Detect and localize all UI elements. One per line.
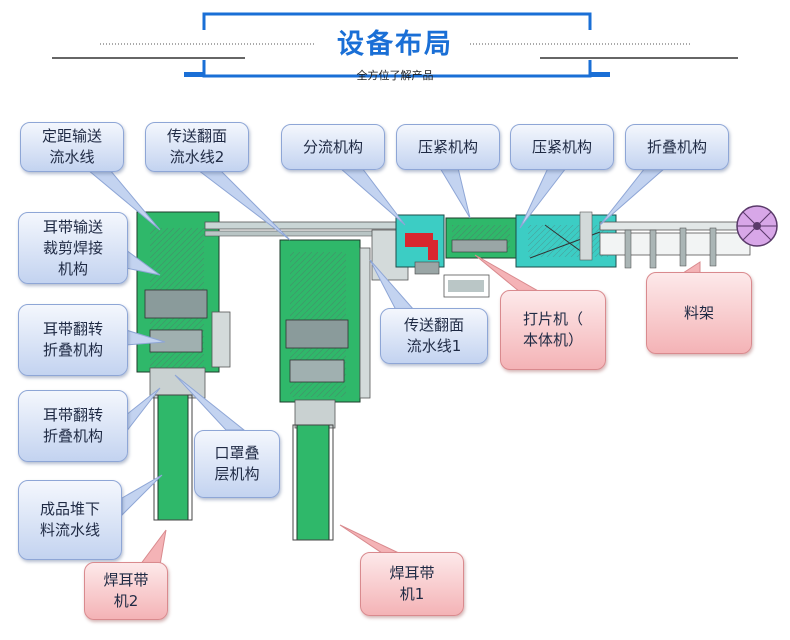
callout-zhedie: 折叠机构 xyxy=(625,124,729,170)
header-decoration xyxy=(52,12,738,78)
page-subtitle: 全方位了解产品 xyxy=(356,69,434,82)
reel-icon xyxy=(736,205,778,247)
callout-liaojia: 料架 xyxy=(646,272,752,354)
callout-dingju: 定距输送 流水线 xyxy=(20,122,124,172)
welding-machine-2 xyxy=(136,211,231,521)
callout-handai-1: 焊耳带 机1 xyxy=(360,552,464,616)
folding-line xyxy=(579,211,751,269)
callout-chuansong2: 传送翻面 流水线2 xyxy=(145,122,249,172)
callout-chuansong1: 传送翻面 流水线1 xyxy=(380,308,488,364)
splitting-unit xyxy=(371,214,490,298)
callout-chengpin: 成品堆下 料流水线 xyxy=(18,480,122,560)
callout-erdai-fanzhuan-1: 耳带翻转 折叠机构 xyxy=(18,304,128,376)
callout-handai-2: 焊耳带 机2 xyxy=(84,562,168,620)
callout-dapian: 打片机（ 本体机） xyxy=(500,290,606,370)
callout-pointers-red xyxy=(139,254,701,566)
callout-pointers xyxy=(86,167,667,517)
callout-fenliu: 分流机构 xyxy=(281,124,385,170)
callout-erdai-caijian: 耳带输送 裁剪焊接 机构 xyxy=(18,212,128,284)
callout-yajin2: 压紧机构 xyxy=(510,124,614,170)
welding-machine-1 xyxy=(279,239,371,541)
callout-yajin1: 压紧机构 xyxy=(396,124,500,170)
callout-kouzhao-diecen: 口罩叠 层机构 xyxy=(194,430,280,498)
page-title: 设备布局 xyxy=(337,29,453,60)
callout-erdai-fanzhuan-2: 耳带翻转 折叠机构 xyxy=(18,390,128,462)
